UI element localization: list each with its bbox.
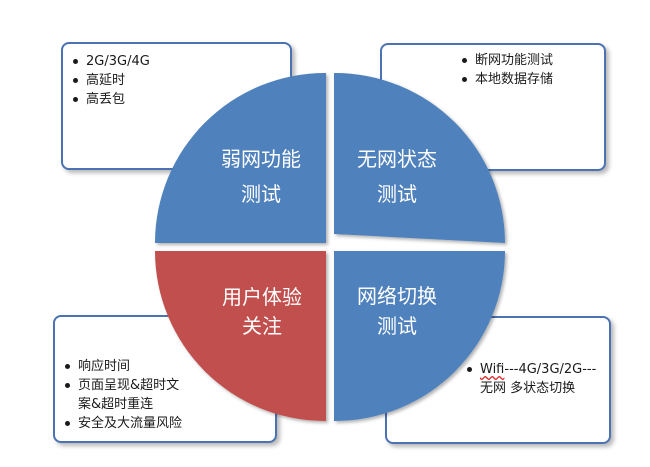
bullet-icon (73, 97, 78, 102)
quadrant-weak-network (155, 72, 326, 243)
quadrant-label-line-1: 用户体验 (222, 285, 302, 309)
bullet-icon (73, 78, 78, 83)
quadrant-user-experience (155, 251, 326, 422)
quadrant-label-line-1: 无网状态 (357, 147, 437, 171)
bullet-icon (73, 59, 78, 64)
list-item: 响应时间 (65, 357, 182, 376)
quadrant-network-switch (334, 251, 505, 422)
list-item-line-2: 案&超时重连 (78, 397, 154, 412)
quadrant-label-line-2: 测试 (377, 314, 417, 338)
wifi-label: Wifi (480, 362, 505, 377)
list-item-line-1: Wifi---4G/3G/2G--- (480, 360, 596, 379)
list-item-line-2: 无网 多状态切换 (480, 381, 576, 396)
quadrant-label-line-2: 测试 (241, 182, 281, 206)
list-item: 高丢包 (73, 90, 150, 109)
quadrant-label-line-2: 关注 (242, 314, 282, 338)
bullet-icon (65, 421, 70, 426)
network-sequence: ---4G/3G/2G--- (504, 362, 597, 377)
bullet-icon (462, 77, 467, 82)
list-item: 2G/3G/4G (73, 52, 150, 71)
no-network-list: 断网功能测试 本地数据存储 (462, 51, 553, 89)
network-switch-list: Wifi---4G/3G/2G--- 无网 多状态切换 (467, 360, 596, 398)
quadrant-label-line-1: 弱网功能 (221, 147, 301, 171)
quadrant-label-line-2: 测试 (377, 182, 417, 206)
list-item: 安全及大流量风险 (65, 414, 182, 433)
list-item: 页面呈现&超时文案&超时重连 (65, 376, 182, 414)
list-item: 本地数据存储 (462, 70, 553, 89)
bullet-icon (462, 58, 467, 63)
quadrant-no-network (334, 72, 505, 243)
quadrant-label-line-1: 网络切换 (357, 284, 437, 308)
bullet-icon (65, 383, 70, 388)
user-experience-list: 响应时间 页面呈现&超时文案&超时重连 安全及大流量风险 (65, 357, 182, 433)
bullet-icon (65, 364, 70, 369)
list-item-line-1: 页面呈现&超时文 (78, 378, 180, 393)
list-item: 高延时 (73, 71, 150, 90)
list-item: 断网功能测试 (462, 51, 553, 70)
bullet-icon (467, 367, 472, 372)
list-item: Wifi---4G/3G/2G--- 无网 多状态切换 (467, 360, 596, 398)
weak-network-list: 2G/3G/4G 高延时 高丢包 (73, 52, 150, 109)
